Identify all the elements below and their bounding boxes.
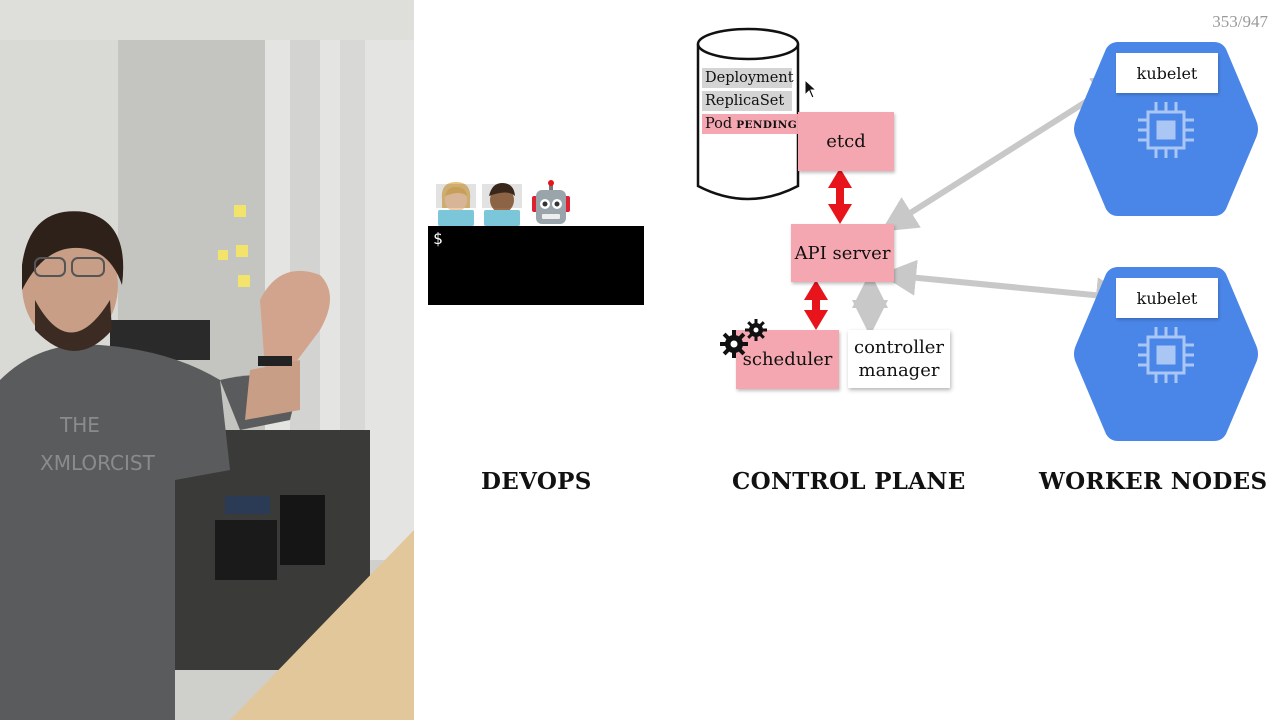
terminal-prompt: $ — [433, 229, 443, 248]
api-server-label: API server — [794, 242, 891, 264]
controller-manager-box[interactable]: controller manager — [848, 330, 950, 388]
etcd-label: etcd — [826, 131, 866, 152]
kubelet-box[interactable]: kubelet — [1116, 278, 1218, 318]
person-laptop-icon — [480, 180, 524, 230]
db-row-deployment: Deployment — [702, 68, 794, 88]
arrow-etcd-to-api — [828, 168, 852, 224]
presenter-video-frame: THE XMLORCIST — [0, 0, 414, 720]
controller-manager-label-line2: manager — [858, 360, 940, 381]
slide-counter: 353/947 — [1212, 12, 1268, 31]
pod-status-badge: PENDING — [736, 119, 798, 131]
presenter-video: THE XMLORCIST — [0, 0, 414, 720]
arrow-api-to-scheduler — [804, 280, 828, 330]
chip-icon — [1138, 327, 1194, 383]
section-label-devops: DEVOPS — [481, 468, 592, 495]
gears-icon — [720, 319, 767, 358]
person-laptop-icon — [434, 180, 478, 230]
robot-icon — [528, 180, 574, 230]
worker-node-1[interactable]: kubelet — [1070, 38, 1262, 220]
kubelet-label: kubelet — [1136, 288, 1198, 308]
connection-arrows — [804, 74, 1132, 336]
arrow-api-to-kubelet-2 — [880, 259, 1132, 314]
arrow-api-to-kubelet-1 — [880, 74, 1130, 232]
terminal-window[interactable]: $ — [428, 226, 644, 305]
slide: 353/947 — [414, 0, 1280, 720]
api-server-box[interactable]: API server — [791, 224, 894, 282]
etcd-box[interactable]: etcd — [798, 112, 894, 171]
svg-text:THE: THE — [59, 413, 100, 437]
kubelet-label: kubelet — [1136, 63, 1198, 83]
chip-icon — [1138, 102, 1194, 158]
svg-text:XMLORCIST: XMLORCIST — [40, 451, 156, 475]
scheduler-box[interactable]: scheduler — [736, 330, 839, 389]
mouse-cursor-icon — [804, 79, 818, 99]
section-label-control-plane: CONTROL PLANE — [732, 468, 966, 495]
controller-manager-label-line1: controller — [854, 337, 944, 358]
scheduler-label: scheduler — [742, 349, 833, 370]
section-label-worker-nodes: WORKER NODES — [1039, 468, 1268, 495]
worker-node-2[interactable]: kubelet — [1070, 263, 1262, 445]
db-row-replicaset: ReplicaSet — [702, 91, 792, 111]
kubelet-box[interactable]: kubelet — [1116, 53, 1218, 93]
